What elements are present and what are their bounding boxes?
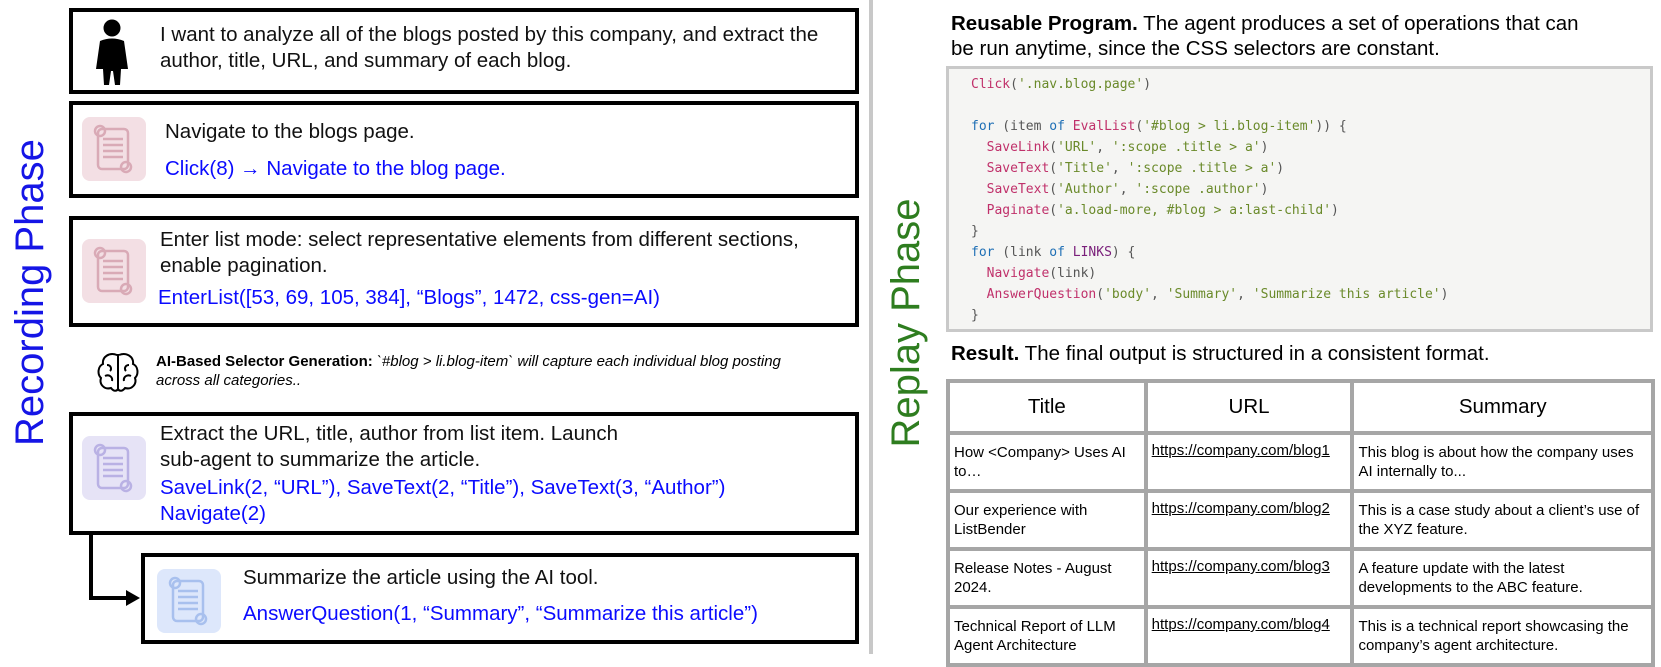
program-desc-2: be run anytime, since the CSS selectors … bbox=[951, 37, 1440, 60]
phase-divider bbox=[869, 0, 873, 654]
scroll-icon bbox=[82, 239, 146, 303]
program-desc-1: The agent produces a set of operations t… bbox=[1137, 12, 1579, 35]
result-table-header-row: Title URL Summary bbox=[946, 379, 1655, 435]
step-enterlist-box: Enter list mode: select representative e… bbox=[69, 216, 859, 327]
cell-url-link[interactable]: https://company.com/blog4 bbox=[1143, 605, 1355, 667]
cell-url-link[interactable]: https://company.com/blog3 bbox=[1143, 547, 1355, 609]
step-extract-action-2: Navigate(2) bbox=[160, 502, 266, 525]
step-navigate-action: Click(8) → Navigate to the blog page. bbox=[165, 157, 506, 180]
result-table: Title URL Summary How <Company> Uses AI … bbox=[946, 379, 1655, 667]
result-heading: Result. The final output is structured i… bbox=[951, 341, 1490, 366]
code-line-6: SaveText('Author', ':scope .author') bbox=[986, 182, 1269, 197]
code-line-1: Click('.nav.blog.page') bbox=[971, 77, 1152, 92]
step-enterlist-text-1: Enter list mode: select representative e… bbox=[160, 228, 799, 251]
code-line-7: Paginate('a.load-more, #blog > a:last-ch… bbox=[986, 203, 1339, 218]
step-summarize-text: Summarize the article using the AI tool. bbox=[243, 566, 599, 589]
scroll-icon bbox=[157, 569, 221, 633]
table-row: Our experience with ListBender https://c… bbox=[946, 489, 1655, 551]
program-heading-title: Reusable Program. bbox=[951, 12, 1138, 35]
recording-phase-label: Recording Phase bbox=[8, 139, 52, 446]
step-enterlist-text-2: enable pagination. bbox=[160, 254, 328, 277]
cell-url-link[interactable]: https://company.com/blog2 bbox=[1143, 489, 1355, 551]
table-row: Release Notes - August 2024. https://com… bbox=[946, 547, 1655, 609]
cell-summary: This is a case study about a client’s us… bbox=[1350, 489, 1655, 551]
step-extract-text-2: sub-agent to summarize the article. bbox=[160, 448, 481, 471]
brain-icon bbox=[95, 349, 141, 395]
code-line-11: AnswerQuestion('body', 'Summary', 'Summa… bbox=[986, 287, 1449, 302]
user-request-box: I want to analyze all of the blogs poste… bbox=[69, 8, 859, 94]
cell-title: Technical Report of LLM Agent Architectu… bbox=[946, 605, 1148, 667]
step-summarize-box: Summarize the article using the AI tool.… bbox=[141, 553, 859, 644]
user-person-icon bbox=[92, 19, 132, 85]
result-desc: The final output is structured in a cons… bbox=[1019, 342, 1490, 365]
cell-url-link[interactable]: https://company.com/blog1 bbox=[1143, 431, 1355, 493]
column-header-url: URL bbox=[1143, 379, 1355, 435]
subagent-connector-arrow bbox=[89, 534, 140, 606]
step-enterlist-action: EnterList([53, 69, 105, 384], “Blogs”, 1… bbox=[158, 286, 660, 309]
column-header-title: Title bbox=[946, 379, 1148, 435]
table-row: How <Company> Uses AI to… https://compan… bbox=[946, 431, 1655, 493]
step-extract-box: Extract the URL, title, author from list… bbox=[69, 412, 859, 535]
code-line-8: } bbox=[971, 224, 979, 239]
program-code-block: Click('.nav.blog.page') for (item of Eva… bbox=[946, 66, 1653, 332]
step-navigate-box: Navigate to the blogs page. Click(8) → N… bbox=[69, 101, 859, 198]
cell-title: Release Notes - August 2024. bbox=[946, 547, 1148, 609]
ai-note-text-1: `#blog > li.blog-item` will capture each… bbox=[376, 353, 781, 370]
cell-summary: This is a technical report showcasing th… bbox=[1350, 605, 1655, 667]
code-line-9: for (link of LINKS) { bbox=[971, 245, 1136, 260]
program-heading: Reusable Program. The agent produces a s… bbox=[951, 11, 1656, 61]
scroll-icon bbox=[82, 436, 146, 500]
step-extract-text-1: Extract the URL, title, author from list… bbox=[160, 422, 619, 445]
cell-title: How <Company> Uses AI to… bbox=[946, 431, 1148, 493]
column-header-summary: Summary bbox=[1350, 379, 1655, 435]
code-line-12: } bbox=[971, 308, 979, 323]
table-row: Technical Report of LLM Agent Architectu… bbox=[946, 605, 1655, 667]
result-heading-title: Result. bbox=[951, 342, 1020, 365]
ai-note: AI-Based Selector Generation: `#blog > l… bbox=[156, 352, 856, 390]
step-summarize-action: AnswerQuestion(1, “Summary”, “Summarize … bbox=[243, 602, 758, 625]
code-line-3: for (item of EvalList('#blog > li.blog-i… bbox=[971, 119, 1347, 134]
code-line-10: Navigate(link) bbox=[986, 266, 1097, 281]
code-line-4: SaveLink('URL', ':scope .title > a') bbox=[986, 140, 1269, 155]
user-request-text: I want to analyze all of the blogs poste… bbox=[160, 23, 819, 72]
replay-phase-label: Replay Phase bbox=[884, 198, 928, 448]
cell-summary: This blog is about how the company uses … bbox=[1350, 431, 1655, 493]
scroll-icon bbox=[82, 117, 146, 181]
step-navigate-text: Navigate to the blogs page. bbox=[165, 120, 415, 143]
code-line-5: SaveText('Title', ':scope .title > a') bbox=[986, 161, 1285, 176]
ai-note-label: AI-Based Selector Generation: bbox=[156, 353, 373, 370]
step-extract-action-1: SaveLink(2, “URL”), SaveText(2, “Title”)… bbox=[160, 476, 726, 499]
cell-title: Our experience with ListBender bbox=[946, 489, 1148, 551]
ai-note-text-2: across all categories.. bbox=[156, 372, 302, 389]
cell-summary: A feature update with the latest develop… bbox=[1350, 547, 1655, 609]
